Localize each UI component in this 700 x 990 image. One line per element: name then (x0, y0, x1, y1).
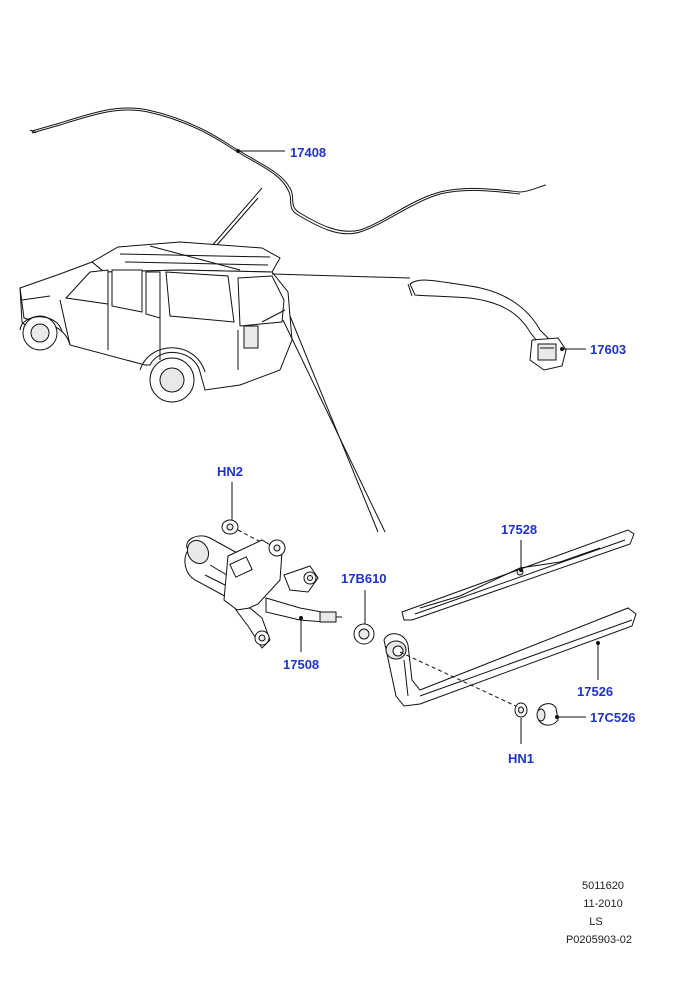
seal-part (353, 623, 375, 645)
label-17408: 17408 (290, 145, 326, 160)
label-17c526: 17C526 (590, 710, 636, 725)
guide-line (271, 273, 411, 279)
vehicle-illustration (19, 241, 293, 403)
guide-line (209, 187, 263, 249)
label-17603: 17603 (590, 342, 626, 357)
doc-number: 5011620 (581, 880, 624, 892)
guide-line (282, 319, 386, 533)
washer-hose-part (29, 107, 547, 235)
label-17b610: 17B610 (341, 571, 387, 586)
leader-dot-17c526 (555, 715, 559, 719)
wiper-motor-part (184, 535, 342, 649)
guide-line (289, 315, 379, 533)
label-hn1: HN1 (508, 751, 534, 766)
guide-line (215, 197, 259, 247)
leader-dot-17508 (299, 616, 303, 620)
leader-dot-17528 (519, 568, 523, 572)
wiper-arm-part (383, 607, 637, 707)
label-17526: 17526 (577, 684, 613, 699)
leader-dot-17526 (596, 641, 600, 645)
label-17508: 17508 (283, 657, 319, 672)
doc-date: 11-2010 (583, 898, 623, 910)
label-hn2: HN2 (217, 464, 243, 479)
doc-code: LS (589, 916, 603, 928)
dashed-axis (399, 651, 521, 709)
leader-dot-17408 (236, 149, 240, 153)
cap-part (536, 703, 559, 726)
wiper-blade-part (401, 529, 635, 621)
nut-hn2-part (221, 519, 239, 535)
label-17528: 17528 (501, 522, 537, 537)
leader-dot-17603 (560, 347, 564, 351)
plate-number: P0205903-02 (565, 934, 633, 946)
nut-hn1-part (514, 702, 528, 718)
harness-connector-part (407, 279, 567, 371)
